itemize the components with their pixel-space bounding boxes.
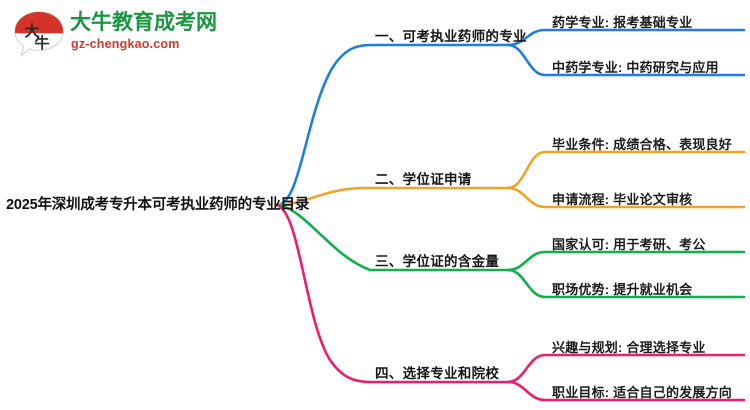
leaf-label-3-2[interactable]: 职场优势: 提升就业机会 <box>552 282 693 297</box>
logo-domain: gz-chengkao.com <box>71 37 180 51</box>
branch-4-leaf-1-wire <box>506 353 746 384</box>
svg-text:牛: 牛 <box>34 34 49 52</box>
branch-3-trunk <box>275 203 510 272</box>
leaf-label-3-1[interactable]: 国家认可: 用于考研、考公 <box>552 237 706 252</box>
leaf-label-2-1[interactable]: 毕业条件: 成绩合格、表现良好 <box>552 137 732 152</box>
branch-label-3[interactable]: 三、学位证的含金量 <box>375 254 500 269</box>
branch-label-2[interactable]: 二、学位证申请 <box>375 172 472 187</box>
svg-text:大: 大 <box>24 22 39 40</box>
leaf-label-1-2[interactable]: 中药学专业: 中药研究与应用 <box>552 60 719 75</box>
branch-2-leaf-1-wire <box>506 150 746 190</box>
branch-1-trunk <box>275 43 510 207</box>
branch-1-leaf-2-wire <box>506 43 746 77</box>
leaf-label-2-2[interactable]: 申请流程: 毕业论文审核 <box>552 192 693 207</box>
leaf-label-1-1[interactable]: 药学专业: 报考基础专业 <box>552 15 693 30</box>
branch-4-leaf-2-wire <box>506 380 746 402</box>
leaf-label-4-2[interactable]: 职业目标: 适合自己的发展方向 <box>552 385 732 400</box>
logo-wordmark: 大牛教育成考网 gz-chengkao.com <box>70 10 217 58</box>
logo-bull-icon: 大 牛 <box>12 10 66 58</box>
branch-3-leaf-1-wire <box>506 250 746 272</box>
site-logo[interactable]: 大 牛 大牛教育成考网 gz-chengkao.com <box>12 8 217 60</box>
branch-1-leaf-1-wire <box>506 28 746 47</box>
mindmap-center-node[interactable]: 2025年深圳成考专升本可考执业药师的专业目录 <box>6 197 310 213</box>
branch-2-trunk <box>275 186 510 207</box>
branch-2-leaf-2-wire <box>506 186 746 209</box>
logo-name-cn: 大牛教育成考网 <box>70 11 217 34</box>
leaf-label-4-1[interactable]: 兴趣与规划: 合理选择专业 <box>552 340 706 355</box>
branch-label-4[interactable]: 四、选择专业和院校 <box>375 366 500 381</box>
branch-label-1[interactable]: 一、可考执业药师的专业 <box>375 29 527 44</box>
branch-4-trunk <box>275 203 510 384</box>
branch-3-leaf-2-wire <box>506 268 746 299</box>
